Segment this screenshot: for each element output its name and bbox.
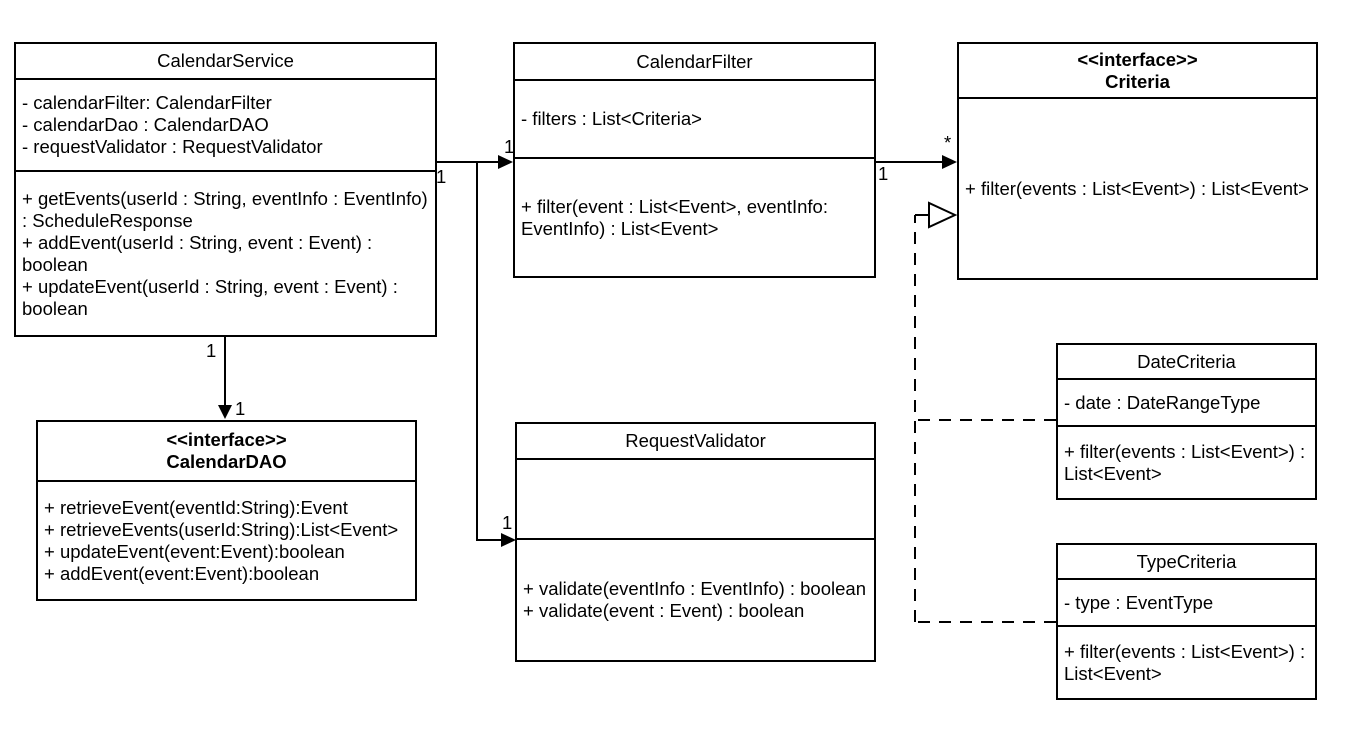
class-name: CalendarFilter — [636, 50, 753, 72]
attribute-item: - date : DateRangeType — [1064, 391, 1261, 413]
class-title-criteria: <<interface>> Criteria — [959, 44, 1316, 99]
method-item: + getEvents(userId : String, eventInfo :… — [22, 187, 428, 231]
method-item: + filter(events : List<Event>) : List<Ev… — [1064, 440, 1306, 484]
attributes-compartment: - type : EventType — [1058, 580, 1315, 627]
multiplicity-service-filter-source: 1 — [436, 166, 447, 187]
methods-compartment: + filter(event : List<Event>, eventInfo:… — [515, 159, 874, 276]
methods-compartment: + retrieveEvent(eventId:String):Event + … — [38, 482, 415, 599]
class-title-request-validator: RequestValidator — [517, 424, 874, 460]
multiplicity-service-dao-source: 1 — [206, 340, 217, 361]
class-name: RequestValidator — [625, 430, 766, 451]
stereotype-label: <<interface>> — [1077, 48, 1198, 70]
attributes-compartment: - calendarFilter: CalendarFilter - calen… — [16, 80, 435, 172]
method-item: + filter(events : List<Event>) : List<Ev… — [965, 177, 1309, 199]
class-name: CalendarService — [157, 50, 294, 71]
method-item: + validate(eventInfo : EventInfo) : bool… — [523, 578, 866, 599]
class-box-request-validator: RequestValidator + validate(eventInfo : … — [515, 422, 876, 662]
class-box-calendar-dao-interface: <<interface>> CalendarDAO + retrieveEven… — [36, 420, 417, 601]
attribute-item: - filters : List<Criteria> — [521, 108, 702, 129]
class-name: TypeCriteria — [1136, 550, 1237, 572]
multiplicity-service-filter-target: 1 — [504, 136, 515, 157]
methods-compartment: + validate(eventInfo : EventInfo) : bool… — [517, 540, 874, 660]
class-box-date-criteria: DateCriteria - date : DateRangeType + fi… — [1056, 343, 1317, 500]
attribute-item: - calendarFilter: CalendarFilter — [22, 92, 272, 113]
class-title-calendar-service: CalendarService — [16, 44, 435, 80]
class-box-type-criteria: TypeCriteria - type : EventType + filter… — [1056, 543, 1317, 700]
class-title-calendar-dao: <<interface>> CalendarDAO — [38, 422, 415, 482]
class-title-type-criteria: TypeCriteria — [1058, 545, 1315, 580]
attributes-compartment: - date : DateRangeType — [1058, 380, 1315, 427]
class-box-calendar-service: CalendarService - calendarFilter: Calend… — [14, 42, 437, 337]
class-box-criteria-interface: <<interface>> Criteria + filter(events :… — [957, 42, 1318, 280]
method-item: + updateEvent(event:Event):boolean — [44, 540, 345, 562]
class-name: DateCriteria — [1137, 350, 1236, 372]
class-title-date-criteria: DateCriteria — [1058, 345, 1315, 380]
attribute-item: - requestValidator : RequestValidator — [22, 136, 323, 157]
multiplicity-service-validator-target: 1 — [502, 512, 513, 533]
methods-compartment: + filter(events : List<Event>) : List<Ev… — [1058, 627, 1315, 698]
class-title-calendar-filter: CalendarFilter — [515, 44, 874, 81]
association-service-filter-arrowhead — [498, 155, 513, 169]
method-item: + filter(events : List<Event>) : List<Ev… — [1064, 640, 1306, 684]
multiplicity-filter-criteria-source: 1 — [878, 163, 889, 184]
method-item: + validate(event : Event) : boolean — [523, 600, 805, 621]
association-service-dao-arrowhead — [218, 405, 232, 419]
class-name: CalendarDAO — [166, 451, 287, 472]
method-item: + retrieveEvent(eventId:String):Event — [44, 496, 348, 518]
attributes-compartment-empty — [517, 460, 874, 540]
attribute-item: - type : EventType — [1064, 591, 1214, 613]
multiplicity-service-dao-target: 1 — [235, 398, 246, 419]
association-service-validator-arrowhead — [501, 533, 516, 547]
method-item: + updateEvent(userId : String, event : E… — [22, 275, 398, 319]
class-name: Criteria — [1105, 70, 1170, 92]
method-item: + addEvent(userId : String, event : Even… — [22, 231, 373, 275]
methods-compartment: + getEvents(userId : String, eventInfo :… — [16, 172, 435, 335]
association-service-validator-line — [476, 162, 502, 541]
attributes-compartment: - filters : List<Criteria> — [515, 81, 874, 159]
method-item: + retrieveEvents(userId:String):List<Eve… — [44, 518, 399, 540]
method-item: + filter(event : List<Event>, eventInfo:… — [521, 195, 828, 239]
methods-compartment: + filter(events : List<Event>) : List<Ev… — [1058, 427, 1315, 498]
class-box-calendar-filter: CalendarFilter - filters : List<Criteria… — [513, 42, 876, 278]
method-item: + addEvent(event:Event):boolean — [44, 562, 320, 584]
stereotype-label: <<interface>> — [166, 429, 287, 450]
attribute-item: - calendarDao : CalendarDAO — [22, 114, 269, 135]
association-filter-criteria-arrowhead — [942, 155, 957, 169]
multiplicity-filter-criteria-target: * — [944, 132, 952, 153]
methods-compartment: + filter(events : List<Event>) : List<Ev… — [959, 99, 1316, 278]
realization-hollow-triangle — [928, 201, 958, 229]
